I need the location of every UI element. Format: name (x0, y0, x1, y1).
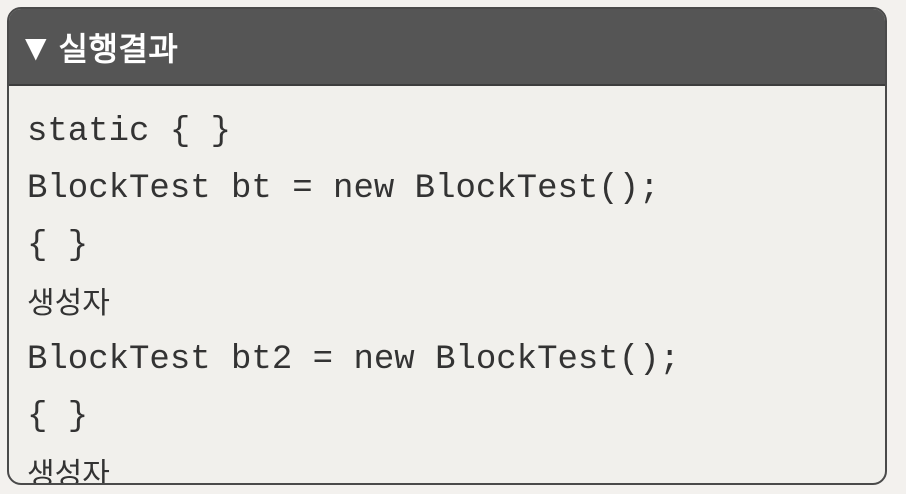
output-line: 생성자 (27, 457, 110, 485)
triangle-down-icon: ▼ (25, 30, 47, 64)
result-title: 실행결과 (58, 29, 179, 68)
output-line: { } (27, 398, 89, 436)
output-line: 생성자 (27, 286, 110, 321)
output-line: static { } (27, 113, 232, 151)
output-content: static { } BlockTest bt = new BlockTest(… (9, 86, 885, 485)
output-line: BlockTest bt = new BlockTest(); (27, 170, 660, 208)
output-line: { } (27, 227, 89, 265)
result-box: ▼ 실행결과 static { } BlockTest bt = new Blo… (7, 7, 887, 485)
result-header: ▼ 실행결과 (9, 9, 885, 86)
output-line: BlockTest bt2 = new BlockTest(); (27, 341, 680, 379)
